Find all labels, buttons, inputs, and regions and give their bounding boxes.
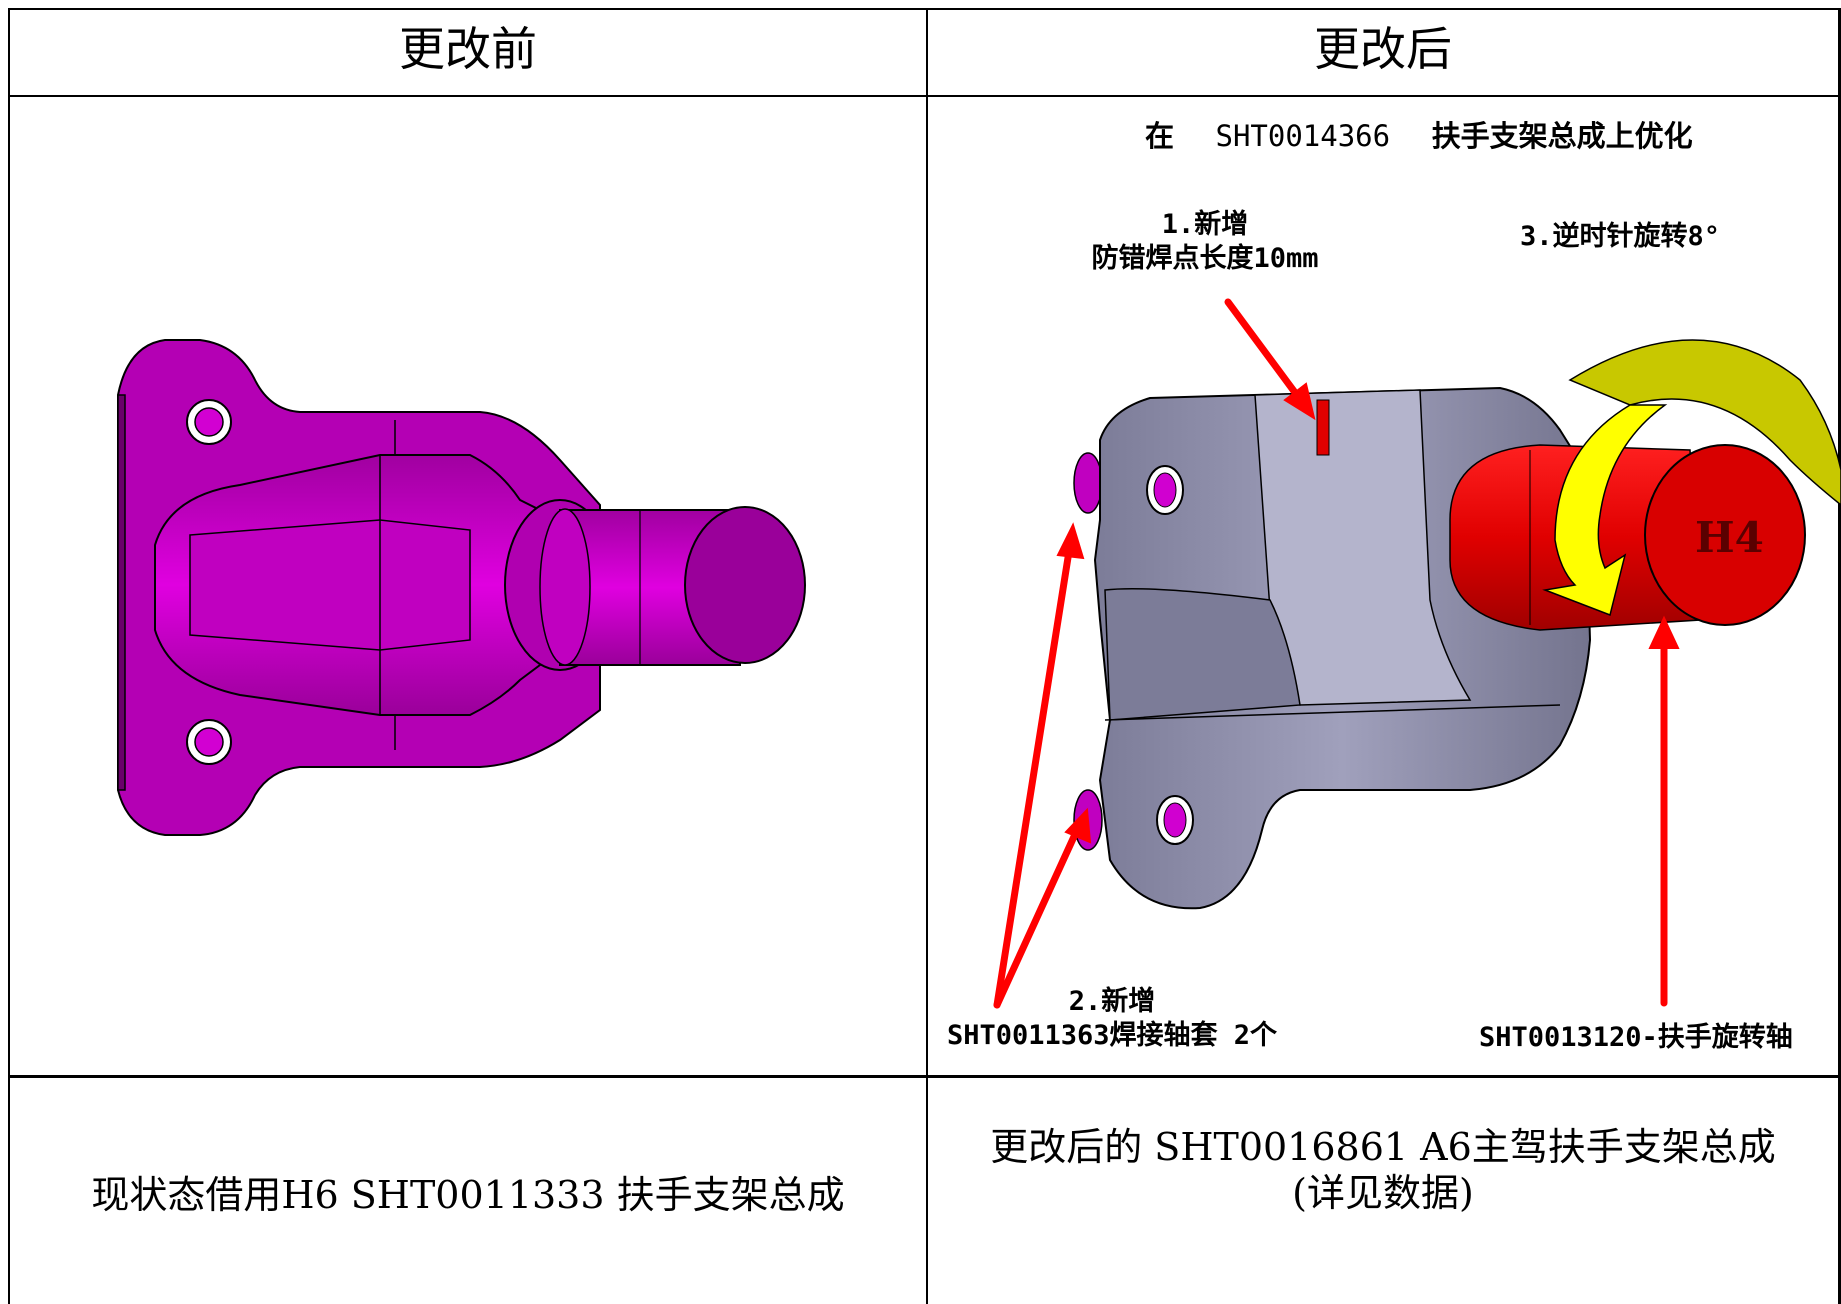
bottom-after-line2: (详见数据) — [1292, 1170, 1474, 1215]
note-1-line1: 1.新增 — [1161, 209, 1249, 240]
note-2-line2: SHT0011363焊接轴套 2个 — [946, 1019, 1278, 1051]
before-body-top-face — [189, 519, 471, 651]
after-hole-top-inner — [1153, 472, 1177, 508]
after-bend-line — [1104, 704, 1561, 721]
arrow-sleeve-bottom — [993, 826, 1081, 1009]
note-3: 3.逆时针旋转8° — [1520, 221, 1721, 252]
rotate-arrow-front — [1542, 404, 1668, 617]
arrow-rotation-axis-head — [1648, 615, 1680, 649]
bottom-after: 更改后的 SHT0016861 A6主驾扶手支架总成 (详见数据) — [928, 1125, 1838, 1216]
before-hole-bottom-inner — [194, 727, 224, 757]
after-title-part: SHT0014366 — [1215, 119, 1391, 153]
header-after: 更改后 — [1314, 22, 1452, 76]
arrow-weld-mark — [1224, 298, 1306, 406]
rotation-axis-label: SHT0013120-扶手旋转轴 — [1479, 1022, 1793, 1053]
before-flange-edge — [117, 394, 126, 791]
bottom-before: 现状态借用H6 SHT0011333 扶手支架总成 — [91, 1173, 845, 1217]
table-header-divider — [8, 95, 1841, 97]
before-bracket-drawing — [117, 339, 806, 836]
rotate-arrow-back — [1568, 339, 1841, 506]
before-shaft-ring — [539, 508, 591, 666]
annotation-arrows — [993, 298, 1680, 1009]
table-divider-vertical — [926, 8, 928, 1304]
note-1-line2: 防错焊点长度10mm — [1091, 242, 1319, 274]
arrow-sleeve-bottom-head — [1064, 807, 1092, 844]
arrow-weld-mark-head — [1283, 382, 1316, 421]
table-border-right — [1838, 8, 1841, 1304]
arrow-sleeve-top-head — [1056, 522, 1085, 560]
note-2-line1: 2.新增 — [1068, 986, 1156, 1017]
table-border-left — [8, 8, 10, 1304]
shaft-mark: H4 — [1695, 513, 1764, 562]
weld-sleeve-top — [1073, 452, 1103, 514]
before-shaft-end — [684, 506, 806, 664]
table-body-divider — [8, 1075, 1841, 1078]
header-before: 更改前 — [399, 22, 537, 76]
after-title-suffix: 扶手支架总成上优化 — [1431, 119, 1693, 153]
after-figure-title: 在 SHT0014366 扶手支架总成上优化 — [1145, 118, 1693, 154]
note-2: 2.新增 SHT0011363焊接轴套 2个 — [942, 985, 1282, 1053]
after-title-prefix: 在 — [1145, 119, 1175, 153]
note-1: 1.新增 防错焊点长度10mm — [1040, 208, 1370, 276]
bottom-after-line1: 更改后的 SHT0016861 A6主驾扶手支架总成 — [990, 1125, 1776, 1169]
after-lower-face — [1104, 588, 1301, 721]
after-bracket-drawing — [1073, 339, 1841, 910]
after-red-shaft-end — [1644, 444, 1806, 626]
before-hole-top-inner — [194, 407, 224, 437]
anti-mistake-weld-mark — [1316, 399, 1330, 456]
after-hole-bottom-inner — [1163, 802, 1187, 838]
table-border-top — [8, 8, 1841, 10]
arrow-sleeve-top — [993, 541, 1074, 1009]
